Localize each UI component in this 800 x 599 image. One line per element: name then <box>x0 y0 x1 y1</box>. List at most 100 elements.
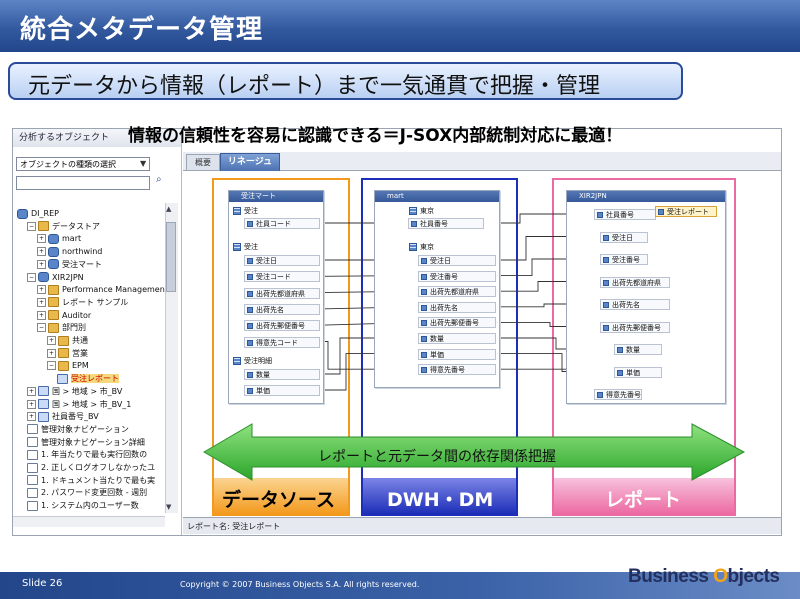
chevron-down-icon[interactable]: ▼ <box>140 159 147 168</box>
report-icon <box>38 386 49 397</box>
search-input[interactable] <box>16 176 150 190</box>
tree-item[interactable]: 1. システム内のユーザー数 <box>27 500 139 512</box>
dwh-field[interactable]: 得意先番号 <box>418 364 496 376</box>
folder-icon <box>48 284 59 295</box>
horizontal-scrollbar[interactable] <box>13 516 165 527</box>
expand-icon[interactable]: + <box>27 412 36 422</box>
subtitle-box <box>8 62 683 100</box>
tree-item[interactable]: +社員番号_BV <box>27 411 99 423</box>
tree-item[interactable]: 2. パスワード変更回数 - 週別 <box>27 487 147 499</box>
report-field[interactable]: 得意先番号 <box>594 389 642 400</box>
expand-icon[interactable]: + <box>37 297 46 307</box>
expand-icon[interactable]: + <box>37 310 46 320</box>
footer-bar <box>0 572 800 599</box>
dwh-field[interactable]: 単価 <box>418 348 496 360</box>
tree-item[interactable]: DI_REP <box>17 208 59 220</box>
datasource-field[interactable]: 出荷先都道府県 <box>244 287 320 299</box>
tree-item[interactable]: + 共通 <box>47 335 88 347</box>
dwh-group[interactable]: 東京 <box>408 242 490 253</box>
tree-item[interactable]: 管理対象ナビゲーション <box>27 424 129 436</box>
database-icon <box>48 233 59 244</box>
tree-item[interactable]: +レポート サンプル <box>37 297 128 309</box>
tree-item[interactable]: +Auditor <box>37 310 91 322</box>
scroll-up-icon[interactable]: ▲ <box>166 205 172 213</box>
datasource-field[interactable]: 社員コード <box>244 218 320 229</box>
datasource-field[interactable]: 数量 <box>244 369 320 380</box>
tree-item-label: Performance Management <box>62 285 168 295</box>
tree-item[interactable]: + Performance Management <box>37 284 168 296</box>
tree-item[interactable]: +受注マート <box>37 259 102 271</box>
report-field[interactable]: 出荷先郵便番号 <box>600 321 670 333</box>
scroll-thumb[interactable] <box>166 222 176 292</box>
folder-icon <box>48 297 59 308</box>
report-field[interactable]: 受注番号 <box>600 254 648 265</box>
report-field[interactable]: 受注日 <box>600 231 648 243</box>
dwh-field[interactable]: 受注日 <box>418 255 496 266</box>
datasource-group[interactable]: 受注 <box>232 206 314 217</box>
collapse-icon[interactable]: − <box>47 361 56 371</box>
tree-item[interactable]: +mart <box>37 233 81 245</box>
dwh-field[interactable]: 数量 <box>418 333 496 344</box>
expand-icon[interactable]: + <box>37 285 46 295</box>
dwh-field[interactable]: 社員番号 <box>408 218 484 229</box>
report-field[interactable]: 単価 <box>614 366 662 378</box>
tree-item[interactable]: − データストア <box>27 221 100 233</box>
tree-item[interactable]: +営業 <box>47 348 88 360</box>
datasource-field[interactable]: 出荷先名 <box>244 303 320 315</box>
expand-icon[interactable]: + <box>37 234 46 244</box>
dependency-double-arrow <box>203 423 746 481</box>
tree-item[interactable]: +国 > 地域 > 市_BV <box>27 386 122 398</box>
datasource-field[interactable]: 受注コード <box>244 271 320 283</box>
dwh-label: DWH・DM <box>387 489 494 511</box>
report-field[interactable]: 数量 <box>614 344 662 355</box>
document-icon <box>27 462 38 473</box>
tree-item-label: northwind <box>62 247 103 257</box>
expand-icon[interactable]: + <box>27 399 36 409</box>
tree-item[interactable]: −XIR2JPN <box>27 272 84 284</box>
tree-item[interactable]: +国 > 地域 > 市_BV_1 <box>27 399 131 411</box>
company-logo: Business Objects <box>628 566 780 587</box>
tree-item[interactable]: −部門別 <box>37 322 86 334</box>
expand-icon[interactable]: + <box>47 348 56 358</box>
collapse-icon[interactable]: − <box>27 221 36 231</box>
tree-item[interactable]: 2. 正しくログオフしなかったユ <box>27 462 155 474</box>
datasource-group[interactable]: 受注明細 <box>232 356 314 367</box>
tree-item[interactable]: 管理対象ナビゲーション詳細 <box>27 437 145 449</box>
tree-item[interactable]: 1. 年当たりで最も実行回数の <box>27 449 147 461</box>
object-type-select[interactable]: オブジェクトの種類の選択 <box>16 157 150 171</box>
database-icon <box>38 272 49 282</box>
tab-overview[interactable]: 概要 <box>186 154 220 171</box>
tree-item[interactable]: 1. ドキュメント当たりで最も実 <box>27 475 155 487</box>
tree-item[interactable]: 受注レポート <box>57 373 119 385</box>
expand-icon[interactable]: + <box>37 259 46 269</box>
report-field[interactable]: 出荷先都道府県 <box>600 276 670 288</box>
report-document[interactable]: 受注レポート <box>655 206 717 217</box>
datasource-field[interactable]: 受注日 <box>244 255 320 266</box>
binoculars-icon[interactable]: ⌕ <box>156 174 162 185</box>
collapse-icon[interactable]: − <box>27 272 36 282</box>
collapse-icon[interactable]: − <box>37 323 46 333</box>
dwh-field[interactable]: 出荷先都道府県 <box>418 286 496 298</box>
datasource-field[interactable]: 出荷先郵便番号 <box>244 320 320 332</box>
tree-item-label: EPM <box>72 361 89 371</box>
tree-item-label: データストア <box>52 221 100 231</box>
tree-item[interactable]: − EPM <box>47 360 89 372</box>
expand-icon[interactable]: + <box>37 247 46 257</box>
tree-item[interactable]: + northwind <box>37 246 102 258</box>
dwh-field[interactable]: 出荷先郵便番号 <box>418 317 496 329</box>
report-field[interactable]: 社員番号 <box>594 209 656 220</box>
folder-icon <box>58 335 69 346</box>
datasource-group[interactable]: 受注 <box>232 242 314 253</box>
datasource-field[interactable]: 得意先コード <box>244 336 320 348</box>
expand-icon[interactable]: + <box>27 386 36 396</box>
dwh-field[interactable]: 出荷先名 <box>418 301 496 313</box>
dwh-group[interactable]: 東京 <box>408 206 490 217</box>
datasource-field[interactable]: 単価 <box>244 385 320 396</box>
tree-item-label: 1. システム内のユーザー数 <box>41 501 139 511</box>
slide-number: Slide 26 <box>22 578 63 589</box>
report-field[interactable]: 出荷先名 <box>600 299 670 310</box>
expand-icon[interactable]: + <box>47 336 56 345</box>
scroll-down-icon[interactable]: ▼ <box>166 503 172 511</box>
dwh-field[interactable]: 受注番号 <box>418 270 496 282</box>
tree-item-label: 共通 <box>72 336 88 345</box>
